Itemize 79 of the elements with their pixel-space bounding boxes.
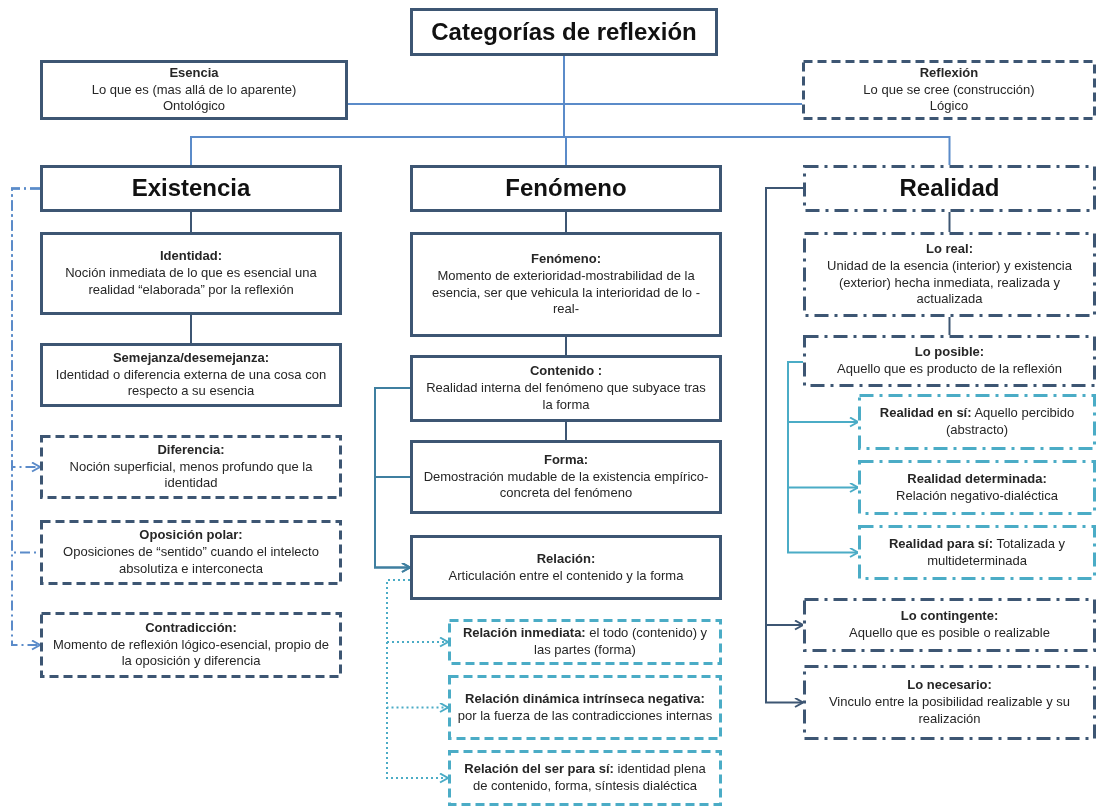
concept-text: Noción superficial, menos profundo que la identidad [68,458,314,493]
concept-box [448,619,722,665]
concept-box [40,232,342,315]
concept-box [858,525,1096,580]
concept-box [858,460,1096,515]
connector-line [948,211,951,233]
arrow [374,476,411,573]
concept-heading: Realidad determinada: [907,470,1047,488]
concept-text: Momento de reflexión lógico-esencial, propio de la oposición y diferencia [51,636,330,671]
category-box [40,165,342,212]
category-heading: Existencia [131,174,251,203]
concept-box [858,394,1096,450]
concept-heading: Relación: [536,550,596,568]
concept-heading: Lo necesario: [907,677,992,695]
concept-heading: Oposición polar: [139,527,243,545]
concept-box [410,440,722,514]
concept-text: Lógico [929,98,969,116]
concept-text: Articulación entre el contenido y la forma [448,567,684,585]
concept-text: Identidad o diferencia externa de una cosa con respecto a su esencia [54,366,328,401]
concept-box [803,232,1096,317]
concept-heading: Diferencia: [157,441,225,459]
concept-text: Oposiciones de “sentido” cuando el intelecto absolutiza e interconecta [62,544,320,578]
concept-heading: Reflexión [919,64,979,82]
concept-box [40,343,342,407]
concept-text: Relación del ser para sí: identidad plena de contenido, forma, síntesis dialéctica [463,761,707,795]
concept-text: Noción inmediata de lo que es esencial una realidad “elaborada” por la reflexión [64,265,318,299]
concept-heading: Contenido : [529,363,603,381]
concept-text: Vinculo entre la posibilidad realizable y su realización [827,694,1072,728]
concept-text: Relación dinámica intrínseca negativa: por la fuerza de las contradicciones internas [456,690,714,725]
concept-heading: Lo contingente: [900,608,999,625]
concept-box [40,612,342,678]
concept-heading: Identidad: [159,248,223,266]
arrow [787,361,859,558]
concept-text: Lo que se cree (construcción) [863,81,1035,99]
concept-box [448,750,722,806]
concept-box [40,520,342,585]
concept-text: Demostración mudable de la existencia empírico-concreta del fenómeno [422,468,710,503]
concept-box [803,598,1096,652]
title-text: Categorías de reflexión [431,17,697,47]
connector-line [565,211,567,233]
concept-text: Aquello que es posible o realizable [849,625,1050,642]
concept-heading: Fenómeno: [530,250,602,268]
connector-line [190,314,192,344]
concept-box [802,60,1096,120]
concept-box [40,435,342,499]
title-box [410,8,718,56]
connector-line [565,421,567,441]
arrow [386,579,449,784]
concept-text: Momento de exterioridad-mostrabilidad de la esencia, ser que vehicula la interioridad de lo -real- [430,267,702,319]
concept-text: Realidad interna del fenómeno que subyace tras la forma [425,380,707,414]
concept-box [803,335,1096,387]
arrow [11,187,41,651]
category-heading: Realidad [899,174,1000,203]
concept-box [803,665,1096,740]
category-box [410,165,722,212]
concept-box [40,60,348,120]
concept-text: Unidad de la esencia (interior) y existencia (exterior) hecha inmediata, realizada y actualizada [826,257,1073,309]
concept-text: Aquello que es producto de la reflexión [837,361,1062,378]
concept-text: Relación negativo-dialéctica [896,487,1058,505]
concept-text: Ontológico [162,98,226,116]
concept-heading: Lo real: [926,240,973,258]
concept-heading: Esencia [169,64,219,82]
concept-text: Lo que es (mas allá de lo aparente) [91,81,297,99]
concept-box [410,232,722,337]
concept-heading: Semejanza/desemejanza: [112,349,270,367]
category-box [803,165,1096,212]
connector-line [948,316,951,336]
concept-text: Realidad para sí: Totalizada y multideterminada [887,535,1067,570]
concept-box [410,355,722,422]
concept-box [448,675,722,740]
category-heading: Fenómeno [505,174,627,203]
concept-heading: Lo posible: [914,344,985,361]
concept-text: Relación inmediata: el todo (contenido) y las partes (forma) [461,625,709,659]
concept-text: Realidad en sí: Aquello percibido (abstracto) [878,405,1076,439]
concept-box [410,535,722,600]
connector-line [190,211,192,233]
concept-heading: Contradicción: [145,619,237,637]
connector-line [565,336,567,356]
concept-heading: Forma: [543,451,589,469]
